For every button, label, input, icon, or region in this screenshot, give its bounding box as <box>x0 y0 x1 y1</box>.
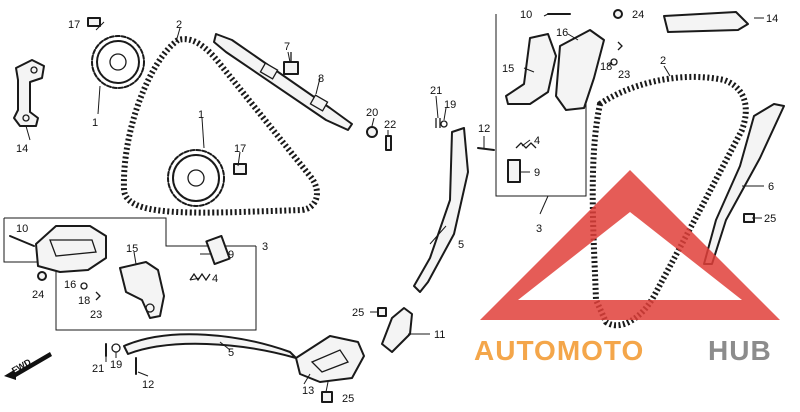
part-17-bolt-lower <box>233 163 247 175</box>
part-14-guide-bracket-right <box>663 11 749 33</box>
callout-24: 24 <box>632 9 644 21</box>
watermark-text-right: HUB <box>708 335 772 366</box>
callout-21: 21 <box>430 85 442 97</box>
callout-25: 25 <box>764 213 776 225</box>
part-5-chain-guide-lower <box>123 333 297 359</box>
callout-25: 25 <box>342 393 354 405</box>
part-23-clip-left <box>95 291 101 301</box>
callout-4: 4 <box>534 135 540 147</box>
callout-12: 12 <box>478 123 490 135</box>
part-2-cam-chain-left <box>120 36 320 216</box>
callout-labels: 17 2 1 1 17 7 8 14 20 22 10 3 15 9 4 24 … <box>10 9 778 405</box>
part-24-nut-left <box>37 271 47 281</box>
callout-16: 16 <box>556 27 568 39</box>
callout-15: 15 <box>126 243 138 255</box>
callout-1: 1 <box>198 109 204 121</box>
callout-5: 5 <box>458 239 464 251</box>
part-21-clip-center <box>435 118 441 128</box>
part-18-washer-left <box>80 282 88 290</box>
callout-17: 17 <box>234 143 246 155</box>
callout-3: 3 <box>536 223 542 235</box>
callout-18: 18 <box>78 295 90 307</box>
callout-15: 15 <box>502 63 514 75</box>
watermark-logo <box>480 170 780 320</box>
callout-7: 7 <box>284 41 290 53</box>
part-20-nut <box>366 126 378 138</box>
part-11-bracket <box>381 307 413 353</box>
part-19-washer-center <box>440 120 448 128</box>
part-25-bolt-center <box>377 307 387 317</box>
callout-24: 24 <box>32 289 44 301</box>
part-4-spring-left <box>189 272 211 282</box>
callout-14: 14 <box>16 143 28 155</box>
callout-2: 2 <box>176 19 182 31</box>
callout-6: 6 <box>768 181 774 193</box>
part-1-cam-sprocket-upper <box>91 35 145 89</box>
watermark-triangle-icon <box>480 170 780 320</box>
callout-8: 8 <box>318 73 324 85</box>
callout-25: 25 <box>352 307 364 319</box>
watermark-text-left: AUTOMOTO <box>474 335 644 366</box>
callout-4: 4 <box>212 273 218 285</box>
callout-23: 23 <box>90 309 102 321</box>
callout-12: 12 <box>142 379 154 391</box>
callout-11: 11 <box>434 329 445 341</box>
part-10-pin-left <box>9 235 35 247</box>
callout-21: 21 <box>92 363 104 375</box>
part-24-nut-right <box>613 9 623 19</box>
part-18-washer-right <box>610 58 618 66</box>
part-5-chain-guide-center <box>413 127 469 293</box>
callout-23: 23 <box>618 69 630 81</box>
callout-16: 16 <box>64 279 76 291</box>
callout-3: 3 <box>262 241 268 253</box>
part-14-guide-bracket-left <box>13 59 45 127</box>
callout-2: 2 <box>660 55 666 67</box>
callout-9: 9 <box>534 167 540 179</box>
callout-14: 14 <box>766 13 778 25</box>
part-15-tensioner-plate-right <box>505 33 557 105</box>
part-15-tensioner-plate-left <box>119 261 165 319</box>
part-9-cylinder-right <box>507 159 521 183</box>
part-1-cam-sprocket-lower <box>167 149 225 207</box>
part-9-cylinder-left <box>205 234 231 266</box>
callout-13: 13 <box>302 385 314 397</box>
part-6-chain-guide-right <box>703 103 785 265</box>
part-12-bolt-center <box>477 147 495 151</box>
group-3-outline-right <box>495 14 587 197</box>
callout-9: 9 <box>228 249 234 261</box>
part-7-bolt <box>283 52 299 75</box>
part-16-tensioner-housing-right <box>555 29 605 111</box>
fwd-arrow-icon <box>4 352 52 380</box>
part-16-tensioner-housing-left <box>35 225 107 273</box>
callout-10: 10 <box>520 9 532 21</box>
callout-10: 10 <box>16 223 28 235</box>
part-25-bolt-bottom <box>321 391 333 403</box>
part-4-spring-right <box>515 142 537 149</box>
part-8-chain-guide-upper <box>213 33 353 131</box>
part-22-bolt <box>385 135 392 151</box>
callout-19: 19 <box>444 99 456 111</box>
part-13-tensioner-bracket <box>295 335 365 383</box>
callout-1: 1 <box>92 117 98 129</box>
part-23-clip-right <box>617 41 623 51</box>
callout-5: 5 <box>228 347 234 359</box>
callout-18: 18 <box>600 61 612 73</box>
callout-17: 17 <box>68 19 80 31</box>
callout-20: 20 <box>366 107 378 119</box>
callout-22: 22 <box>384 119 396 131</box>
part-19-washer-lower <box>111 343 121 353</box>
part-17-bolt-upper <box>87 17 101 27</box>
callout-19: 19 <box>110 359 122 371</box>
leader-lines <box>25 13 764 393</box>
